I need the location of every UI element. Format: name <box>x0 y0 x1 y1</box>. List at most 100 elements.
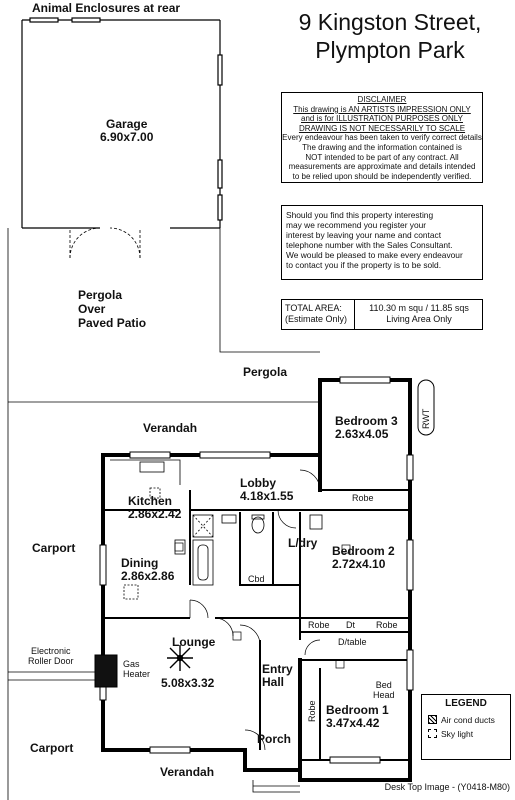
roller-door-label: Electronic Roller Door <box>28 646 74 666</box>
area-label-line: TOTAL AREA: <box>285 303 342 313</box>
label-line: Gas <box>123 659 140 669</box>
room-name: Lobby <box>240 476 276 490</box>
skylight-dining <box>123 584 139 600</box>
legend-item-sky: Sky light <box>428 727 504 741</box>
bedroom3-label: Bedroom 3 2.63x4.05 <box>335 415 398 441</box>
air-duct-icon <box>428 714 437 724</box>
animal-enclosures-note: Animal Enclosures at rear <box>32 1 181 15</box>
carport-bottom-label: Carport <box>30 741 74 755</box>
total-area-box: TOTAL AREA: (Estimate Only) 110.30 m squ… <box>281 299 483 330</box>
entry-hall-label: Entry Hall <box>262 663 293 689</box>
dt-label: Dt <box>346 620 355 630</box>
label-line: Paved Patio <box>78 316 147 330</box>
cupboard-label: Cbd <box>248 574 265 584</box>
skylight-kitchen <box>149 487 161 499</box>
interest-box: Should you find this property interestin… <box>281 205 483 280</box>
disclaimer-title: DISCLAIMER <box>357 95 407 104</box>
legend-title: LEGEND <box>445 698 487 709</box>
room-name: Garage <box>106 117 148 131</box>
room-name: Bedroom 3 <box>335 414 398 428</box>
interest-line: may we recommend you register your <box>286 220 427 230</box>
room-dims: 2.63x4.05 <box>335 427 389 441</box>
legend-box: LEGEND Air cond ducts Sky light <box>421 694 511 760</box>
pergola-label: Pergola <box>243 365 288 379</box>
door-swings <box>189 469 321 751</box>
robe-bedroom1: Robe <box>307 700 317 722</box>
room-name: Lounge <box>172 635 216 649</box>
area-value-line: 110.30 m squ / 11.85 sqs <box>369 303 469 313</box>
room-dims: 4.18x1.55 <box>240 489 294 503</box>
steps <box>252 780 300 793</box>
label-line: Pergola <box>78 288 123 302</box>
interest-line: interest by leaving your name and contac… <box>286 230 442 240</box>
robe-bedroom2-right: Robe <box>376 620 398 630</box>
label-line: Electronic <box>31 646 71 656</box>
disclaimer-box: DISCLAIMER This drawing is AN ARTISTS IM… <box>281 92 483 183</box>
label-line: Hall <box>262 675 285 689</box>
room-dims: 2.72x4.10 <box>332 557 386 571</box>
area-value: 110.30 m squ / 11.85 sqs Living Area Onl… <box>356 303 482 325</box>
disclaimer-line: NOT intended to be part of any contract.… <box>305 152 459 162</box>
area-label: TOTAL AREA: (Estimate Only) <box>285 303 351 325</box>
legend-label: Air cond ducts <box>441 714 495 725</box>
air-cond-ducts <box>174 542 351 669</box>
disclaimer-line: measurements are approximate and details… <box>288 162 476 172</box>
interest-line: to contact you if the property is to be … <box>286 260 442 270</box>
bedroom1-label: Bedroom 1 3.47x4.42 <box>326 704 389 730</box>
verandah-bottom-label: Verandah <box>160 765 215 779</box>
disclaimer-line: Every endeavour has been taken to verify… <box>282 133 482 143</box>
property-address: 9 Kingston Street, Plympton Park <box>270 8 510 64</box>
gas-heater-label: Gas Heater <box>123 659 150 679</box>
ceiling-fan-icon <box>167 645 193 671</box>
garage-doors <box>69 227 141 259</box>
disclaimer-line: The drawing and the information containe… <box>302 142 462 152</box>
laundry-label: L/dry <box>288 536 318 550</box>
porch-label: Porch <box>257 732 292 746</box>
rwt-tank <box>417 379 435 436</box>
interior-walls <box>103 489 410 761</box>
interest-line: telephone number with the Sales Consulta… <box>286 240 453 250</box>
room-name: Kitchen <box>128 494 173 508</box>
disclaimer-line: and is for ILLUSTRATION PURPOSES ONLY <box>301 114 463 124</box>
room-dims: 2.86x2.86 <box>121 569 175 583</box>
garage-outline <box>21 17 223 229</box>
room-dims: 3.47x4.42 <box>326 716 380 730</box>
room-dims: 5.08x3.32 <box>160 676 215 690</box>
bedroom2-label: Bedroom 2 2.72x4.10 <box>332 545 395 571</box>
disclaimer-line: DRAWING IS NOT NECESSARILY TO SCALE <box>298 123 466 133</box>
bathroom-fixtures <box>192 514 323 586</box>
lobby-label: Lobby 4.18x1.55 <box>240 477 293 503</box>
label-line: Over <box>78 302 106 316</box>
dtable-label: D/table <box>338 637 367 647</box>
skylight-icon <box>428 728 437 738</box>
interest-line: Should you find this property interestin… <box>286 210 434 220</box>
legend-label: Sky light <box>441 728 474 739</box>
room-dims: 2.86x2.42 <box>128 507 182 521</box>
garage-label: Garage 6.90x7.00 <box>100 118 153 144</box>
area-value-line: Living Area Only <box>386 314 452 324</box>
label-line: Head <box>373 690 395 700</box>
address-line2: Plympton Park <box>315 37 465 63</box>
label-line: Entry <box>262 662 293 676</box>
robe-bedroom3: Robe <box>352 493 374 503</box>
label-line: Heater <box>123 669 151 679</box>
pergola-patio-label: Pergola Over Paved Patio <box>78 288 146 330</box>
label-line: Roller Door <box>28 656 74 666</box>
lounge-label: Lounge 5.08x3.32 <box>160 636 215 690</box>
interest-line: We would be pleased to make every endeav… <box>286 250 463 260</box>
room-name: Bedroom 1 <box>326 703 389 717</box>
address-line1: 9 Kingston Street, <box>298 9 482 35</box>
kitchen-label: Kitchen 2.86x2.42 <box>128 495 181 521</box>
area-divider <box>354 300 355 329</box>
dining-label: Dining 2.86x2.86 <box>121 557 174 583</box>
disclaimer-line: This drawing is AN ARTISTS IMPRESSION ON… <box>293 104 471 114</box>
patio-outline <box>7 228 320 800</box>
carport-top-label: Carport <box>32 541 76 555</box>
room-name: Bedroom 2 <box>332 544 395 558</box>
legend-item-duct: Air cond ducts <box>428 713 504 727</box>
gas-heater <box>94 654 118 688</box>
verandah-top-label: Verandah <box>143 421 198 435</box>
bed-head-label: Bed Head <box>373 680 395 700</box>
room-dims: 6.90x7.00 <box>100 130 154 144</box>
